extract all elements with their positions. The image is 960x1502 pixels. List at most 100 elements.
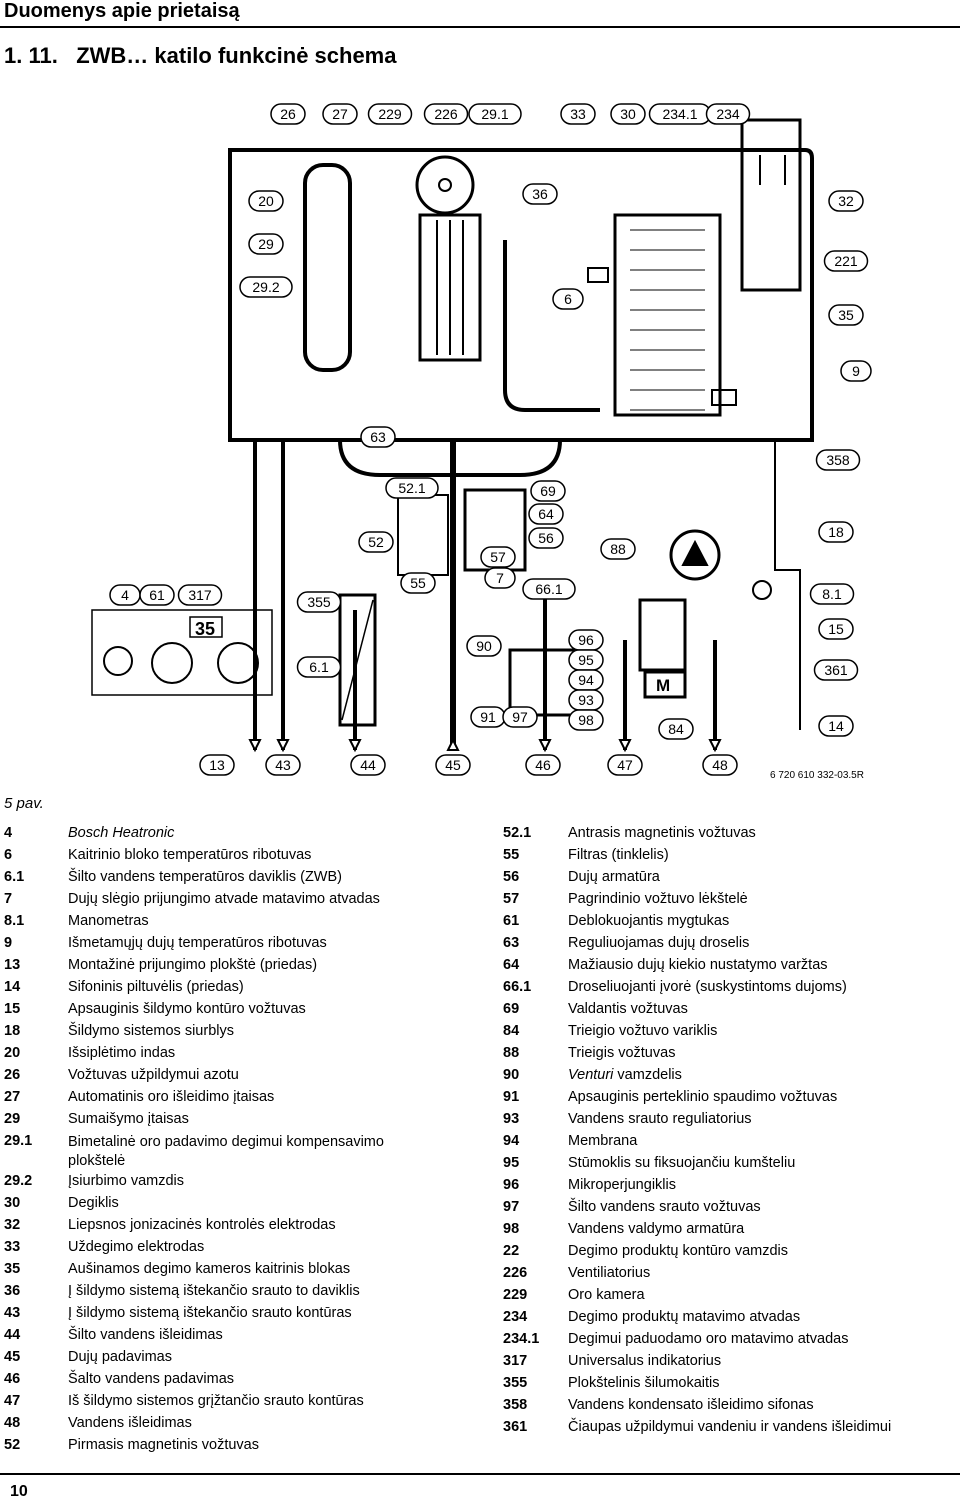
callout-bubble (296, 591, 342, 613)
callout-label: 46 (535, 757, 551, 773)
legend-text: Vandens srauto reguliatorius (568, 1111, 752, 1127)
callout-bubble (502, 706, 538, 728)
section-title: 1. 11. ZWB… katilo funkcinė schema (4, 43, 396, 69)
callout-bubble (840, 360, 872, 382)
callout-label: 48 (712, 757, 728, 773)
callout-29-1: 29.1 (468, 103, 522, 125)
callout-label: 8.1 (822, 586, 842, 602)
callout-8-1: 8.1 (809, 583, 855, 605)
callout-label: 234 (716, 106, 740, 122)
legend-number: 44 (4, 1327, 21, 1343)
legend-number: 57 (503, 891, 520, 907)
plate-heat-exchanger (338, 593, 377, 727)
callout-84: 84 (658, 718, 694, 740)
callout-label: 29.1 (481, 106, 508, 122)
callout-14: 14 (818, 715, 854, 737)
callout-64: 64 (528, 503, 564, 525)
exchanger-fins (630, 229, 705, 411)
callout-bubble (350, 754, 386, 776)
legend-text: Šilto vandens išleidimas (68, 1327, 223, 1343)
callout-36: 36 (522, 183, 558, 205)
legend-text: Bimetalinė oro padavimo degimui kompensa… (68, 1134, 384, 1169)
legend-text: Sumaišymo įtaisas (68, 1111, 189, 1127)
callout-bubble (270, 103, 306, 125)
callout-44: 44 (350, 754, 386, 776)
legend-number: 33 (4, 1239, 21, 1255)
callout-bubble (828, 190, 864, 212)
legend-number: 64 (503, 957, 520, 973)
legend-text: Antrasis magnetinis vožtuvas (568, 825, 756, 841)
legend-number: 35 (4, 1261, 21, 1277)
callout-bubble (560, 103, 596, 125)
legend-number: 29.1 (4, 1133, 33, 1149)
legend-text: Pirmasis magnetinis vožtuvas (68, 1437, 259, 1453)
callout-label: 91 (480, 709, 496, 725)
callout-63: 63 (360, 426, 396, 448)
legend-text: Aušinamos degimo kameros kaitrinis bloka… (68, 1261, 351, 1277)
legend-text: Stūmoklis su fiksuojančiu kumšteliu (568, 1155, 796, 1171)
legend-number: 96 (503, 1177, 520, 1193)
legend-text: Uždegimo elektrodas (68, 1239, 205, 1255)
legend-number: 48 (4, 1415, 21, 1431)
legend-text: Droseliuojanti įvorė (suskystintoms dujo… (568, 979, 847, 995)
callout-57: 57 (480, 546, 516, 568)
callout-label: 30 (620, 106, 636, 122)
callout-66-1: 66.1 (522, 578, 576, 600)
callout-label: 229 (378, 106, 402, 122)
callout-label: 36 (532, 186, 548, 202)
figure-label: 5 pav. (4, 795, 44, 812)
callout-32: 32 (828, 190, 864, 212)
callout-label: 61 (149, 587, 165, 603)
callout-label: 52.1 (398, 480, 425, 496)
legend-number: 93 (503, 1111, 520, 1127)
callout-label: 27 (332, 106, 348, 122)
callout-45: 45 (435, 754, 471, 776)
callout-label: 226 (434, 106, 458, 122)
display-window (189, 616, 223, 638)
callout-label: 57 (490, 549, 506, 565)
legend-number: 229 (503, 1287, 528, 1303)
callout-bubble (466, 635, 502, 657)
heat-exchanger (613, 213, 722, 417)
air-tube (418, 213, 482, 362)
legend-text: Dujų armatūra (568, 869, 660, 885)
callout-label: 13 (209, 757, 225, 773)
callout-label: 63 (370, 429, 386, 445)
callout-bubble (322, 103, 358, 125)
legend-text: Valdantis vožtuvas (568, 1001, 688, 1017)
callout-bubble (358, 531, 394, 553)
callout-bubble (818, 715, 854, 737)
callout-48: 48 (702, 754, 738, 776)
callout-label: 90 (476, 638, 492, 654)
legend-number: 47 (4, 1393, 21, 1409)
callout-30: 30 (610, 103, 646, 125)
legend-text: Trieigis vožtuvas (568, 1045, 676, 1061)
callout-bubble (705, 103, 751, 125)
valve-motor (643, 670, 687, 699)
legend-text: Vandens kondensato išleidimo sifonas (568, 1397, 814, 1413)
legend-row: 29.1 Bimetalinė oro padavimo degimui komp… (4, 1130, 454, 1170)
callout-label: 94 (578, 672, 594, 688)
legend-row: 44 Šilto vandens išleidimas (4, 1324, 454, 1346)
legend-text: Kaitrinio bloko temperatūros ribotuvas (68, 847, 312, 863)
callout-label: 29 (258, 236, 274, 252)
legend-text: Oro kamera (568, 1287, 645, 1303)
fan-hub (438, 178, 452, 192)
callout-bubble (818, 521, 854, 543)
connection-markers (248, 737, 722, 753)
callout-label: 4 (121, 587, 129, 603)
callout-221: 221 (823, 250, 869, 272)
